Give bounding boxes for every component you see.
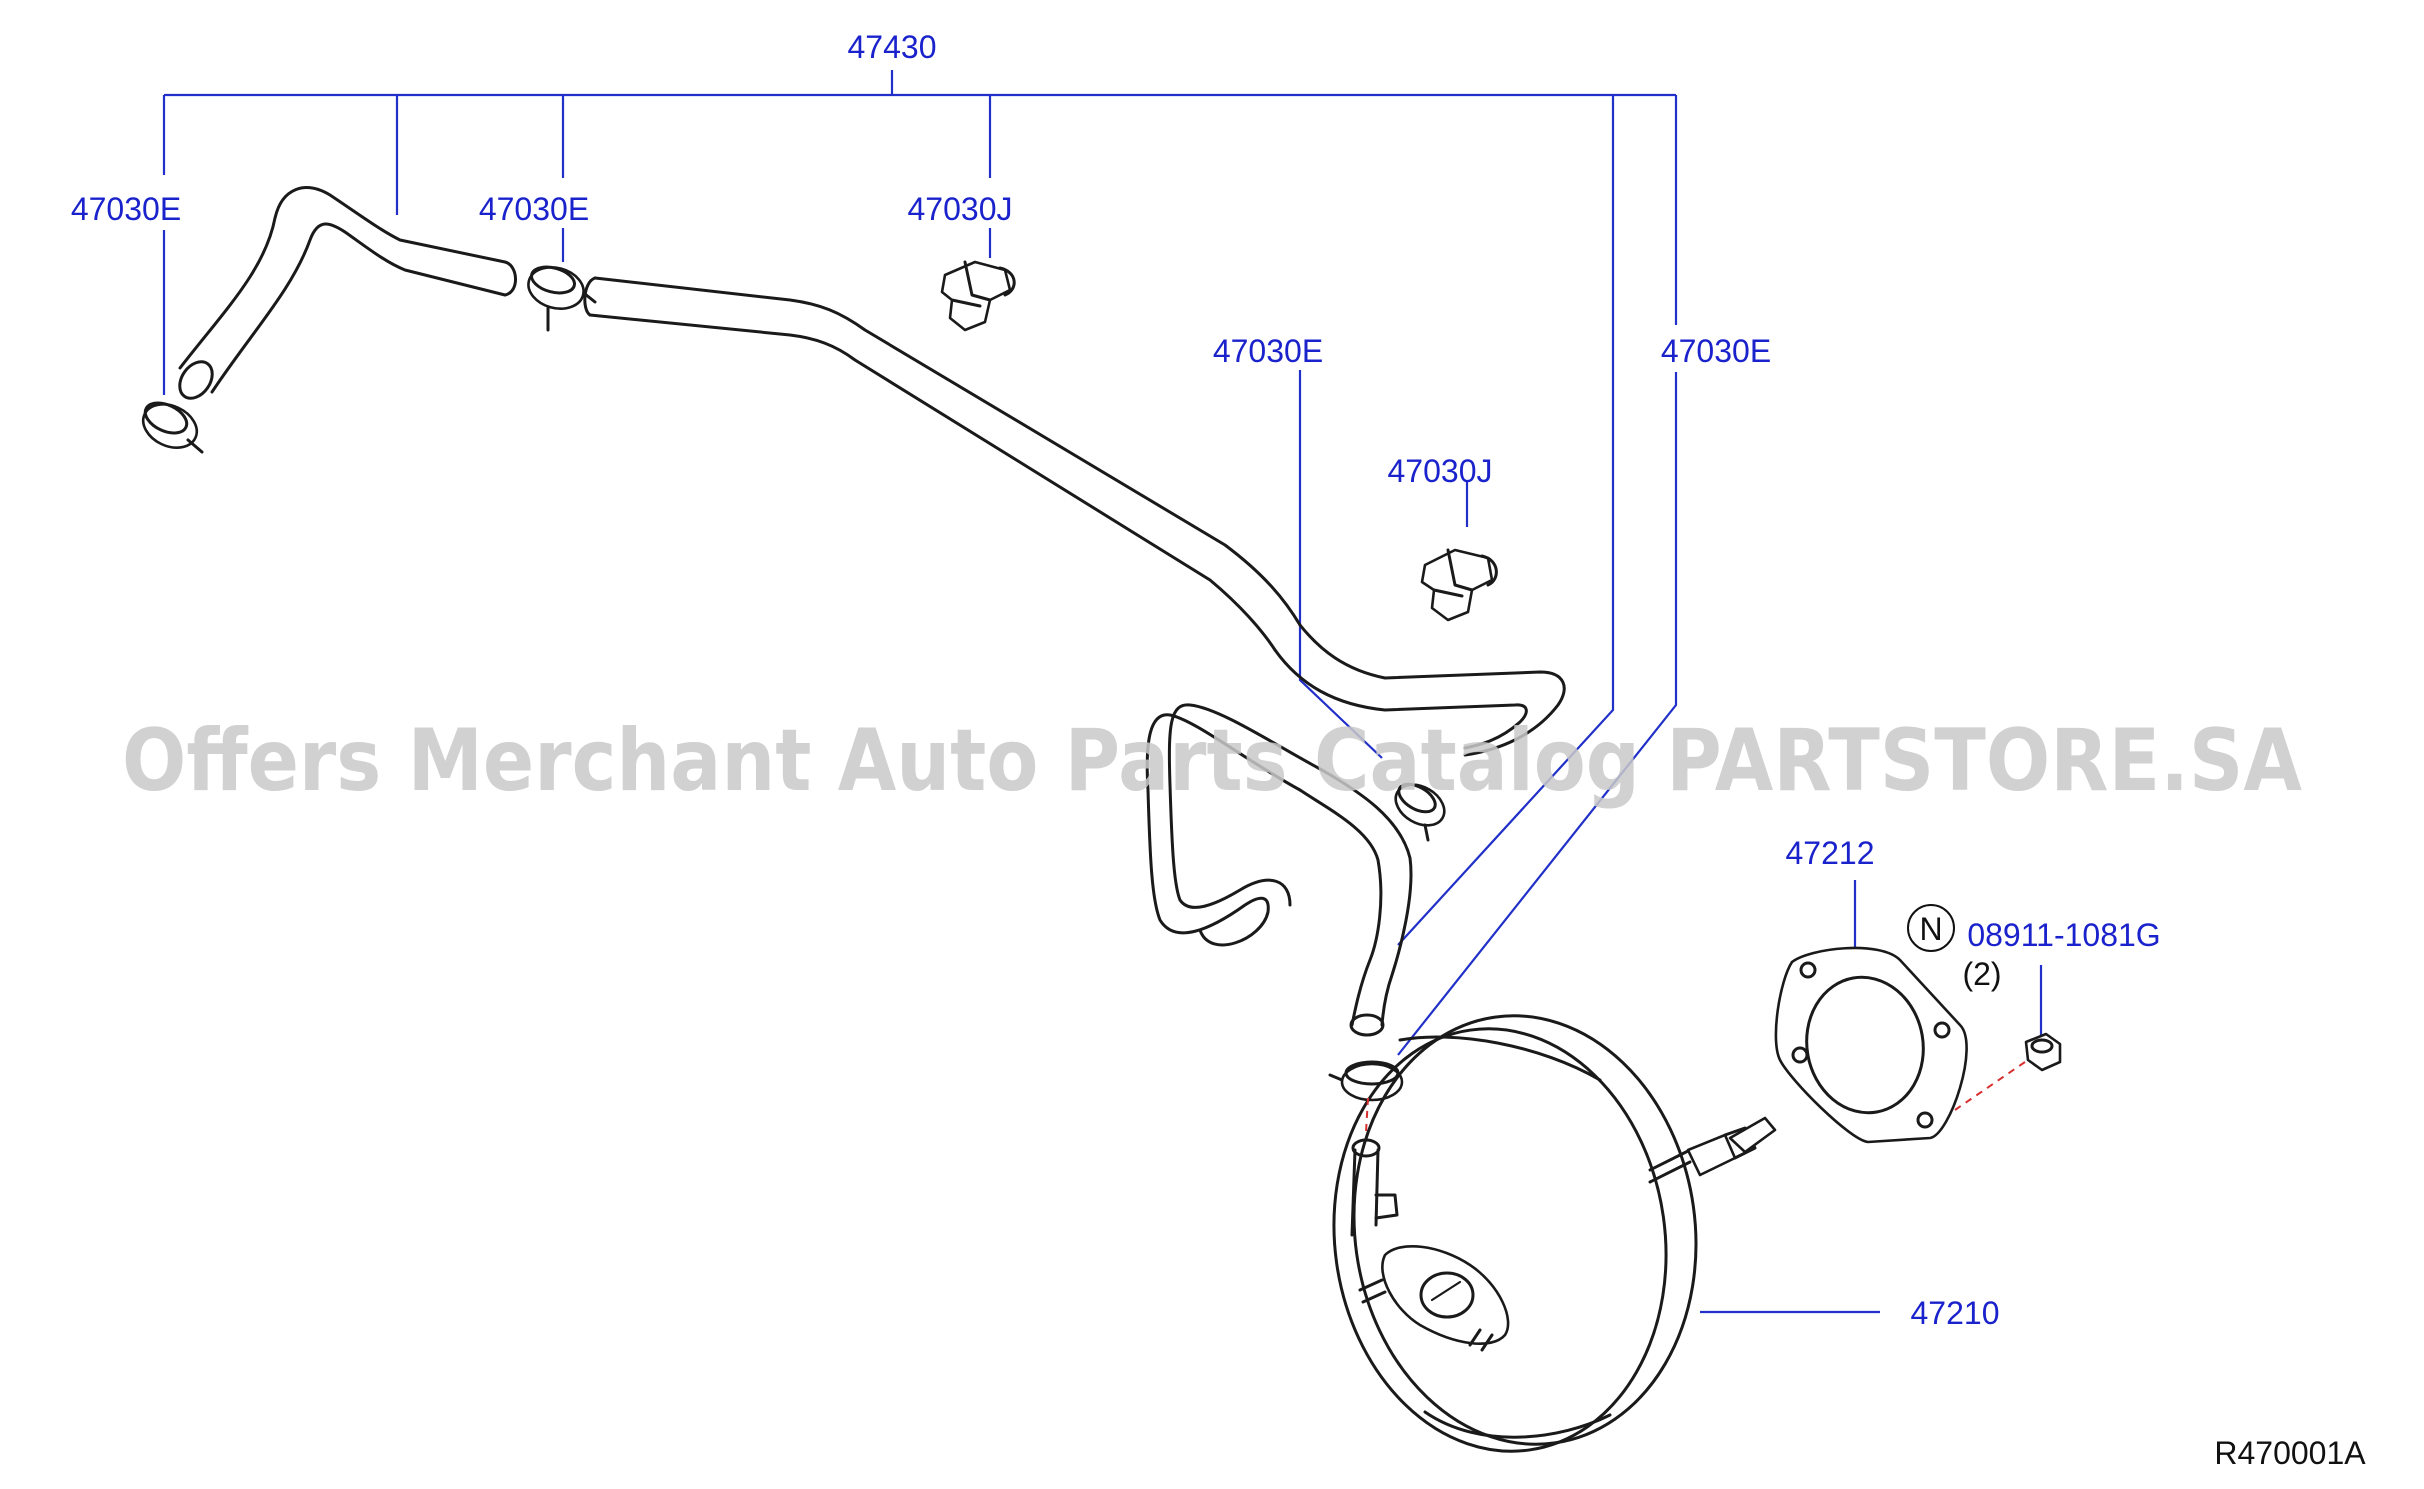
nut bbox=[2024, 1032, 2062, 1072]
label-nut-qty: (2) bbox=[1962, 956, 2001, 992]
label-47212: 47212 bbox=[1786, 835, 1875, 871]
hose-clamp-lower bbox=[1328, 1060, 1404, 1102]
label-47030e-right: 47030E bbox=[1661, 333, 1771, 369]
gasket bbox=[1774, 946, 1968, 1144]
hose-assembly bbox=[141, 186, 1566, 1102]
label-47030j-mid: 47030J bbox=[1388, 453, 1493, 489]
label-47030e-left: 47030E bbox=[71, 191, 181, 227]
hose-clamp-left bbox=[141, 401, 204, 454]
watermark-text: Offers Merchant Auto Parts Catalog PARTS… bbox=[122, 711, 2302, 811]
figure-code: R470001A bbox=[2214, 1435, 2366, 1471]
clip-mid bbox=[1420, 548, 1498, 622]
centerlines bbox=[1365, 1061, 2026, 1133]
nut-marker-letter: N bbox=[1919, 911, 1942, 947]
label-47210: 47210 bbox=[1911, 1295, 2000, 1331]
clip-top bbox=[940, 260, 1016, 332]
label-08911-1081g: 08911-1081G bbox=[1967, 917, 2160, 953]
nut-marker: N bbox=[1907, 904, 1955, 952]
hose-clamp-mid bbox=[1394, 782, 1446, 842]
label-47430: 47430 bbox=[848, 29, 937, 65]
leader-lines bbox=[162, 70, 2043, 1314]
hose-clamp-center bbox=[527, 265, 597, 332]
label-47030j-top: 47030J bbox=[908, 191, 1013, 227]
brake-booster bbox=[1332, 1014, 1777, 1453]
label-47030e-center: 47030E bbox=[479, 191, 589, 227]
label-47030e-mid: 47030E bbox=[1213, 333, 1323, 369]
labels: 47430 47030E 47030E 47030J 47030E 47030E… bbox=[71, 29, 2366, 1471]
